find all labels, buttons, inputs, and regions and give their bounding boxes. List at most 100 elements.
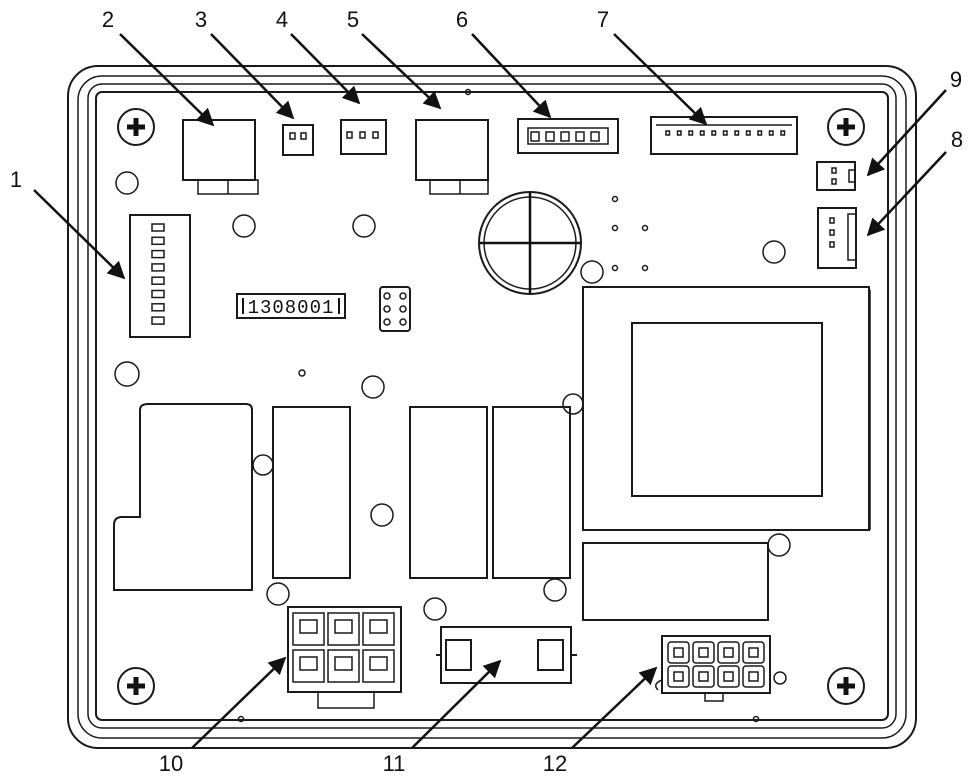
connector-12-pin — [748, 671, 759, 682]
connector-5 — [415, 119, 489, 195]
connector-12-pin — [723, 647, 734, 658]
connector-7 — [650, 116, 798, 155]
leader-4 — [290, 33, 361, 105]
connector-10-cell — [327, 649, 360, 683]
callout-1: 1 — [9, 167, 23, 192]
callout-7: 7 — [596, 7, 610, 32]
connector-10-cell — [292, 649, 325, 683]
callout-6: 6 — [455, 7, 469, 32]
relay-1 — [272, 406, 351, 579]
connector-12-cell — [717, 641, 740, 664]
leader-12 — [571, 666, 658, 749]
buzzer — [478, 191, 582, 295]
connector-12-pin — [723, 671, 734, 682]
connector-8 — [817, 207, 857, 269]
screw-top-right — [827, 108, 865, 146]
test-points — [611, 195, 649, 272]
connector-12 — [655, 635, 787, 702]
connector-12-cell — [692, 665, 715, 688]
connector-6 — [517, 118, 619, 154]
enclosure-frame — [67, 65, 917, 749]
connector-12-cell — [742, 641, 765, 664]
connector-10-cell — [327, 612, 360, 646]
part-label: 1308001 — [248, 297, 335, 319]
screw-top-left — [117, 108, 155, 146]
connector-3 — [282, 124, 314, 156]
connector-10-cell — [362, 612, 395, 646]
connector-10-pin — [299, 656, 318, 671]
callout-2: 2 — [101, 7, 115, 32]
connector-10 — [287, 606, 402, 709]
relay-3 — [492, 406, 571, 579]
connector-12-pin — [698, 671, 709, 682]
leader-6 — [471, 33, 552, 119]
callout-8: 8 — [950, 127, 964, 152]
part-label-box: 1308001 — [236, 293, 346, 319]
callout-4: 4 — [275, 7, 289, 32]
dip-switch-slot — [151, 289, 165, 299]
lower-component — [582, 542, 769, 621]
dip-switch-slot — [151, 249, 165, 259]
connector-7-pin — [768, 130, 774, 136]
dip-switch-slot — [151, 276, 165, 285]
connector-9 — [816, 161, 856, 191]
connector-7-pin — [734, 130, 740, 136]
transformer — [582, 286, 871, 531]
callout-11: 11 — [382, 751, 406, 776]
leader-11 — [411, 659, 502, 749]
callout-9: 9 — [949, 67, 963, 92]
leader-7 — [613, 33, 708, 126]
connector-10-pin — [334, 656, 353, 671]
leader-10 — [191, 656, 287, 749]
connector-10-pin — [334, 619, 353, 634]
relay-large — [113, 403, 253, 591]
connector-7-pin — [688, 130, 694, 136]
fuse-11 — [436, 626, 577, 684]
dip-switch-slot — [151, 223, 165, 232]
connector-4 — [340, 119, 387, 155]
screw-bottom-right — [827, 667, 865, 705]
connector-12-cell — [667, 665, 690, 688]
leader-9 — [866, 89, 947, 177]
connector-10-cell — [292, 612, 325, 646]
connector-12-cell — [692, 641, 715, 664]
connector-12-pin — [673, 647, 684, 658]
callout-leaders — [33, 33, 947, 749]
connector-7-pin — [665, 130, 671, 136]
connector-12-pin — [698, 647, 709, 658]
leader-5 — [361, 33, 442, 110]
connector-10-pin — [369, 619, 388, 634]
screw-bottom-left — [117, 667, 155, 705]
jumper-block — [379, 286, 411, 332]
callout-3: 3 — [194, 7, 208, 32]
dip-switch-slot — [151, 303, 165, 312]
callout-10: 10 — [158, 751, 184, 776]
connector-7-pin — [780, 130, 786, 136]
leader-2 — [119, 33, 215, 127]
leader-3 — [210, 33, 295, 120]
connector-7-pin — [745, 130, 751, 136]
connector-7-pin — [722, 130, 728, 136]
connector-10-cell — [362, 649, 395, 683]
connector-10-pin — [299, 619, 318, 634]
callout-12: 12 — [542, 751, 568, 776]
dip-switch-slot — [151, 263, 165, 272]
connector-12-cell — [742, 665, 765, 688]
connector-7-pin — [711, 130, 717, 136]
connector-12-pin — [748, 647, 759, 658]
connector-12-pin — [673, 671, 684, 682]
connector-10-pin — [369, 656, 388, 671]
connector-7-pin — [757, 130, 763, 136]
dip-switch-slot — [151, 236, 165, 246]
connector-12-cell — [667, 641, 690, 664]
callout-5: 5 — [346, 7, 360, 32]
connector-2 — [182, 119, 259, 195]
connector-12-cell — [717, 665, 740, 688]
leader-1 — [33, 189, 126, 280]
connector-7-pin — [676, 130, 682, 136]
dip-switch-slot — [151, 316, 165, 325]
connector-7-pin — [699, 130, 705, 136]
dip-switch-1 — [129, 214, 191, 338]
relay-2 — [409, 406, 488, 579]
